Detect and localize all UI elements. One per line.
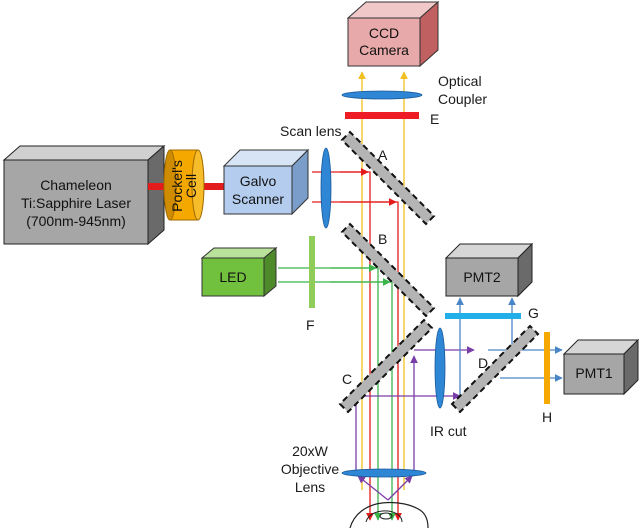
laser-beam-segment-1 xyxy=(148,183,168,190)
sample-mouse-head xyxy=(349,501,429,529)
mirror-B xyxy=(340,222,436,318)
label-E: E xyxy=(430,111,439,127)
optical-coupler-lens xyxy=(341,90,423,100)
laser-label-line3: (700nm-945nm) xyxy=(26,213,126,229)
objective-label-2: Objective xyxy=(281,461,340,477)
optical-coupler-label-2: Coupler xyxy=(438,91,487,107)
laser-label-line1: Chameleon xyxy=(40,177,112,193)
laser-beams xyxy=(312,168,402,521)
label-D: D xyxy=(478,355,488,371)
ir-cut-lens xyxy=(434,327,446,409)
filter-E xyxy=(345,112,419,119)
label-C: C xyxy=(342,371,352,387)
filter-H xyxy=(544,332,550,404)
scan-lens xyxy=(320,147,332,229)
label-A: A xyxy=(378,147,388,163)
galvo-scanner: Galvo Scanner xyxy=(222,148,310,216)
mirror-A xyxy=(340,130,436,226)
objective-label-1: 20xW xyxy=(292,443,329,459)
ccd-camera: CCD Camera xyxy=(346,0,440,68)
ccd-label-line2: Camera xyxy=(359,42,409,58)
pmt2: PMT2 xyxy=(444,242,534,298)
pockels-cell: Pockel's Cell xyxy=(163,149,205,221)
galvo-label-line1: Galvo xyxy=(240,173,277,189)
pockels-label-line2: Cell xyxy=(183,174,199,198)
pockels-label-line1: Pockel's xyxy=(169,160,185,212)
pmt2-label: PMT2 xyxy=(463,269,501,285)
laser-label-line2: Ti:Sapphire Laser xyxy=(21,195,131,211)
ccd-label-line1: CCD xyxy=(369,25,399,41)
led-source: LED xyxy=(200,246,278,298)
label-B: B xyxy=(378,231,387,247)
filter-G xyxy=(445,313,521,319)
mirror-C xyxy=(338,318,434,414)
objective-label-3: Lens xyxy=(295,479,325,495)
optical-coupler-label-1: Optical xyxy=(438,73,482,89)
galvo-label-line2: Scanner xyxy=(232,191,284,207)
scan-lens-label: Scan lens xyxy=(280,123,341,139)
pmt1-label: PMT1 xyxy=(575,365,613,381)
filter-F xyxy=(309,236,315,308)
label-F: F xyxy=(306,317,315,333)
pmt1: PMT1 xyxy=(562,338,640,396)
led-label: LED xyxy=(219,269,246,285)
chameleon-laser: Chameleon Ti:Sapphire Laser (700nm-945nm… xyxy=(2,144,166,246)
ir-cut-label: IR cut xyxy=(430,423,467,439)
objective-lens xyxy=(341,468,427,478)
label-G: G xyxy=(528,305,539,321)
laser-beam-segment-2 xyxy=(202,183,224,190)
mirror-D xyxy=(450,324,540,414)
label-H: H xyxy=(542,409,552,425)
